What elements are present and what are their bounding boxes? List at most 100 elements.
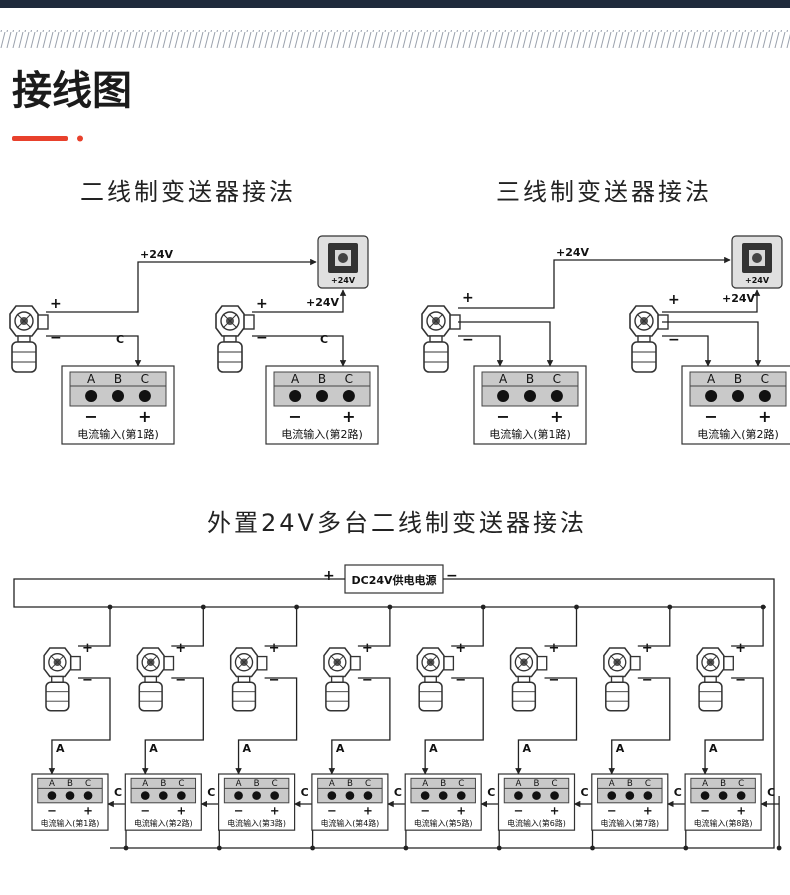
terminal-letter-a: A xyxy=(142,779,148,789)
title-accent-bar xyxy=(12,136,68,141)
label-c: C xyxy=(207,786,215,799)
transmitter-collar xyxy=(704,675,717,683)
neg-junction xyxy=(683,845,689,851)
wire-c xyxy=(46,335,142,367)
terminal-plus: + xyxy=(270,803,280,817)
terminal-minus: − xyxy=(704,407,717,426)
sensor-minus: − xyxy=(462,332,474,348)
wire-a xyxy=(515,677,578,775)
terminal-letter-b: B xyxy=(254,779,260,789)
gas-transmitter-multi-8 xyxy=(696,647,734,712)
sensor-minus: − xyxy=(82,673,93,688)
wire-c xyxy=(252,335,347,367)
wire-a xyxy=(141,677,204,775)
sensor-minus: − xyxy=(668,332,680,348)
terminal-letter-b: B xyxy=(720,779,726,789)
terminal-channel-label: 电流输入(第8路) xyxy=(694,818,753,828)
terminal-block xyxy=(689,371,787,407)
terminal-letter-b: B xyxy=(440,779,446,789)
terminal-letter-a: A xyxy=(499,372,508,386)
terminal-minus: − xyxy=(700,803,710,817)
terminal-minus: − xyxy=(140,803,150,817)
terminal-plus: + xyxy=(177,803,187,817)
terminal-letter-c: C xyxy=(553,372,561,386)
terminal-letter-a: A xyxy=(236,779,242,789)
terminal-screw xyxy=(532,791,541,800)
sensor-plus: + xyxy=(642,641,653,656)
terminal-channel-label: 电流输入(第4路) xyxy=(321,818,380,828)
neg-junction xyxy=(590,845,595,851)
transmitter-collar xyxy=(424,675,437,683)
wire-positive xyxy=(264,607,298,647)
terminal-plus: + xyxy=(83,803,93,817)
label-c: C xyxy=(394,786,402,799)
transmitter-body xyxy=(45,681,70,712)
terminal-letter-c: C xyxy=(761,372,769,386)
terminal-minus: − xyxy=(607,803,617,817)
sensor-plus: + xyxy=(735,641,746,656)
transmitter-line xyxy=(703,655,718,670)
terminal-screw xyxy=(718,791,728,800)
sensor-plus: + xyxy=(668,292,680,308)
terminal-letter-b: B xyxy=(534,779,540,789)
wire-24v-device xyxy=(252,289,347,313)
label-c: C xyxy=(767,786,775,799)
gas-transmitter-multi-2 xyxy=(136,647,175,712)
label-24v: +24V xyxy=(140,248,174,261)
gas-transmitter-multi-6 xyxy=(509,647,548,712)
wire-a xyxy=(235,677,298,775)
label-a: A xyxy=(56,742,65,755)
neg-junction xyxy=(216,845,222,851)
terminal-letter-c: C xyxy=(85,779,91,789)
terminal-screw xyxy=(83,791,93,800)
transmitter-collar xyxy=(51,675,64,683)
wire-a xyxy=(48,677,111,775)
transmitter-collar xyxy=(237,675,251,683)
gas-transmitter-multi-5 xyxy=(416,647,455,712)
sensor-minus: − xyxy=(362,673,373,688)
transmitter-body xyxy=(605,681,630,712)
terminal-screw xyxy=(363,791,373,800)
controller-label: +24V xyxy=(745,276,770,285)
neg-junction xyxy=(310,845,315,851)
transmitter-line xyxy=(222,313,238,329)
terminal-screw xyxy=(625,791,635,800)
terminal-screw xyxy=(607,791,617,800)
terminal-letter-b: B xyxy=(67,779,73,789)
wire-gnd xyxy=(458,335,504,367)
transmitter-line xyxy=(237,655,251,670)
sensor-minus: − xyxy=(256,330,268,346)
terminal-screw xyxy=(345,791,355,800)
sensor-plus: + xyxy=(269,641,280,656)
sensor-plus: + xyxy=(455,641,466,656)
wire-positive xyxy=(731,607,764,647)
transmitter-body xyxy=(138,681,163,712)
terminal-channel-label: 电流输入(第3路) xyxy=(227,818,286,828)
transmitter-body xyxy=(418,681,443,712)
bottom-margin xyxy=(0,886,790,895)
wire-positive xyxy=(544,607,578,647)
transmitter-line xyxy=(16,313,32,329)
terminal-channel-label: 电流输入(第7路) xyxy=(600,818,659,828)
controller-knob xyxy=(752,253,762,263)
transmitter-body xyxy=(11,341,37,373)
sensor-minus: − xyxy=(735,673,746,688)
transmitter-line xyxy=(330,655,345,670)
gas-transmitter-multi-4 xyxy=(323,647,361,712)
transmitter-collar xyxy=(223,335,237,343)
wire-a xyxy=(701,677,764,775)
terminal-letter-a: A xyxy=(707,372,716,386)
terminal-minus: − xyxy=(514,803,524,817)
terminal-screw xyxy=(65,791,75,800)
transmitter-collar xyxy=(330,675,344,683)
sensor-minus: − xyxy=(455,673,466,688)
transmitter-line xyxy=(143,655,158,670)
wire-24v xyxy=(46,258,317,313)
sensor-plus: + xyxy=(50,296,62,312)
label-a: A xyxy=(616,742,625,755)
transmitter-collar xyxy=(637,335,651,343)
transmitter-body xyxy=(511,681,537,712)
terminal-letter-c: C xyxy=(645,779,651,789)
